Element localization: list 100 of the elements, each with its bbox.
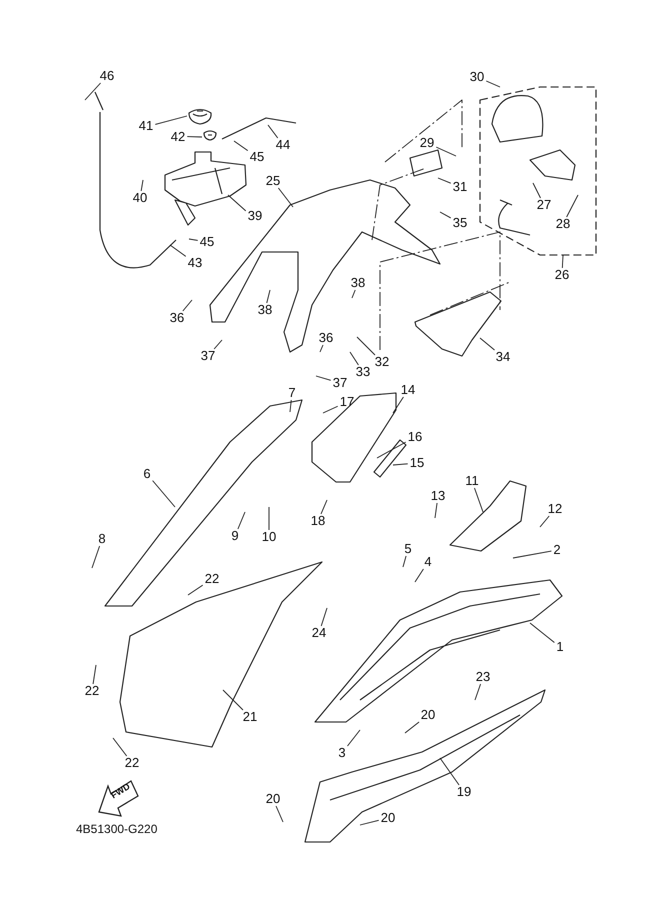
callout-number: 13 xyxy=(430,489,446,503)
drawing-code: 4B51300-G220 xyxy=(76,822,158,836)
callout-number: 26 xyxy=(554,268,570,282)
leader-line xyxy=(404,722,420,734)
callout-number: 31 xyxy=(452,180,468,194)
callout-number: 30 xyxy=(470,70,484,84)
callout-number: 41 xyxy=(138,119,154,133)
leader-line xyxy=(278,188,294,208)
callout-number: 15 xyxy=(410,456,424,470)
leader-line xyxy=(414,568,424,582)
callout-number: 17 xyxy=(340,395,354,409)
callout-number: 42 xyxy=(170,130,186,144)
leader-line xyxy=(154,116,188,125)
reservoir-tank-drawing xyxy=(164,151,247,226)
callout-number: 33 xyxy=(356,365,370,379)
callout-number: 35 xyxy=(452,216,468,230)
leader-line xyxy=(290,400,292,412)
callout-number: 34 xyxy=(496,350,510,364)
leader-line xyxy=(268,506,270,530)
callout-number: 22 xyxy=(84,684,100,698)
callout-number: 8 xyxy=(98,532,106,546)
leader-line xyxy=(436,146,456,156)
leader-line xyxy=(276,806,284,822)
leader-line xyxy=(347,730,360,746)
leader-line xyxy=(530,622,555,643)
leader-line xyxy=(316,376,332,381)
leader-line xyxy=(92,546,100,568)
callout-number: 28 xyxy=(556,217,570,231)
leader-line xyxy=(214,340,222,350)
callout-number: 25 xyxy=(266,174,280,188)
leader-line xyxy=(186,136,202,138)
leader-line xyxy=(320,344,324,352)
leader-line xyxy=(356,336,376,356)
leader-line xyxy=(392,463,408,466)
callout-number: 2 xyxy=(553,543,561,557)
callout-number: 45 xyxy=(250,150,264,164)
callout-number: 32 xyxy=(374,355,390,369)
leader-line xyxy=(474,488,484,512)
leader-line xyxy=(540,516,550,528)
callout-number: 45 xyxy=(200,235,214,249)
leader-line xyxy=(140,180,144,192)
leader-line xyxy=(228,194,246,212)
leader-line xyxy=(486,80,500,88)
leader-line xyxy=(92,664,96,684)
callout-number: 3 xyxy=(338,746,346,760)
callout-number: 4 xyxy=(424,555,432,569)
leader-line xyxy=(170,244,186,257)
leader-line xyxy=(188,238,198,241)
callout-number: 38 xyxy=(350,276,366,290)
callout-number: 9 xyxy=(231,529,239,543)
callout-number: 6 xyxy=(143,467,151,481)
callout-number: 20 xyxy=(266,792,280,806)
leader-line xyxy=(222,690,244,710)
callout-number: 22 xyxy=(204,572,220,586)
leader-line xyxy=(474,684,482,700)
leader-line xyxy=(320,608,328,626)
callout-number: 43 xyxy=(188,256,202,270)
leader-line xyxy=(237,512,246,530)
callout-number: 20 xyxy=(380,811,396,825)
callout-number: 11 xyxy=(465,474,479,488)
leader-line xyxy=(320,500,328,514)
leader-line xyxy=(440,212,452,218)
callout-number: 36 xyxy=(170,311,184,325)
washer-drawing xyxy=(203,130,217,141)
leader-line xyxy=(182,300,192,312)
leader-line xyxy=(480,338,495,350)
leader-line xyxy=(152,480,176,508)
callout-number: 39 xyxy=(248,209,262,223)
leader-line xyxy=(376,442,406,458)
callout-number: 19 xyxy=(456,785,472,799)
leader-line xyxy=(234,140,248,152)
leader-line xyxy=(402,556,406,568)
callout-number: 10 xyxy=(262,530,276,544)
callout-number: 21 xyxy=(242,710,258,724)
callout-number: 14 xyxy=(400,383,416,397)
callout-number: 1 xyxy=(556,640,564,654)
callout-number: 12 xyxy=(548,502,562,516)
callout-number: 38 xyxy=(258,303,272,317)
leader-line xyxy=(440,758,460,786)
leader-line xyxy=(434,502,438,518)
leader-line xyxy=(562,254,564,268)
callout-number: 37 xyxy=(332,376,348,390)
leader-line xyxy=(352,290,356,298)
callout-number: 36 xyxy=(318,331,334,345)
leader-line xyxy=(392,396,404,414)
callout-number: 46 xyxy=(100,69,114,83)
callout-number: 18 xyxy=(310,514,326,528)
callout-number: 5 xyxy=(404,542,412,556)
callout-number: 7 xyxy=(288,386,296,400)
tank-cap-drawing xyxy=(188,108,212,125)
leader-line xyxy=(112,738,128,756)
callout-number: 27 xyxy=(536,198,552,212)
callout-number: 23 xyxy=(476,670,490,684)
callout-number: 20 xyxy=(420,708,436,722)
callout-number: 24 xyxy=(312,626,326,640)
callout-number: 16 xyxy=(408,430,422,444)
leader-line xyxy=(268,124,278,138)
callout-number: 44 xyxy=(276,138,290,152)
leader-line xyxy=(322,406,338,414)
leader-line xyxy=(266,290,270,304)
